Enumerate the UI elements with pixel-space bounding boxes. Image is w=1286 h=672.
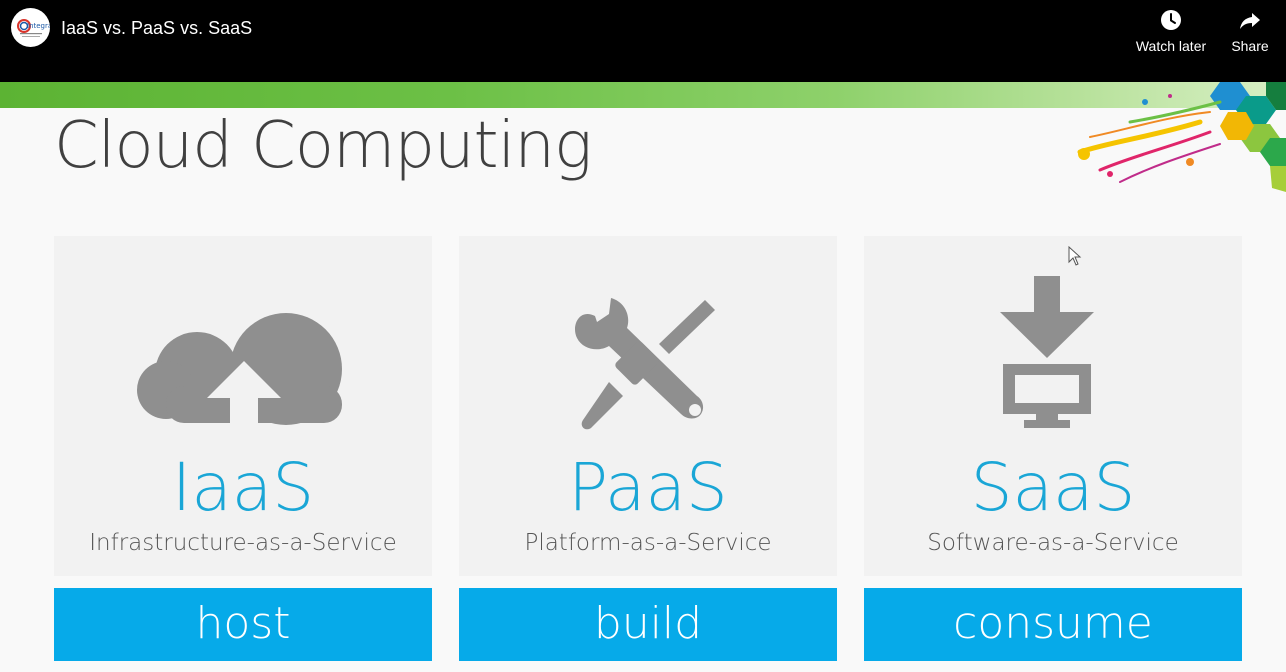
verb-banner-host: host — [54, 588, 432, 661]
card-acronym: IaaS — [171, 449, 315, 526]
mouse-cursor-icon — [1068, 246, 1082, 266]
card-full-name: Platform-as-a-Service — [524, 530, 772, 556]
channel-logo-text: Integrant — [27, 22, 50, 30]
watch-later-label: Watch later — [1135, 38, 1207, 54]
card-full-name: Infrastructure-as-a-Service — [89, 530, 397, 556]
slide-title: Cloud Computing — [54, 109, 592, 183]
green-header-stripe — [0, 82, 1286, 108]
card-paas: PaaS Platform-as-a-Service — [459, 236, 837, 576]
wrench-screwdriver-icon — [575, 298, 715, 430]
card-acronym: SaaS — [970, 449, 1136, 526]
download-monitor-icon — [1000, 276, 1094, 428]
video-header-bar: Integrant IaaS vs. PaaS vs. SaaS Watch l… — [0, 0, 1286, 82]
channel-logo-icon: Integrant — [11, 8, 50, 47]
card-acronym: PaaS — [568, 449, 728, 526]
verb-banner-consume: consume — [864, 588, 1242, 661]
card-saas: SaaS Software-as-a-Service — [864, 236, 1242, 576]
clock-icon — [1161, 10, 1181, 30]
channel-logo[interactable]: Integrant — [11, 8, 50, 47]
share-button[interactable]: Share — [1226, 8, 1274, 54]
card-full-name: Software-as-a-Service — [927, 530, 1179, 556]
verb-banner-build: build — [459, 588, 837, 661]
share-arrow-icon — [1240, 13, 1260, 29]
card-iaas: IaaS Infrastructure-as-a-Service — [54, 236, 432, 576]
video-title[interactable]: IaaS vs. PaaS vs. SaaS — [61, 18, 253, 38]
cloud-upload-icon — [137, 313, 342, 426]
share-label: Share — [1231, 38, 1269, 54]
paint-splash-decoration — [1077, 82, 1286, 192]
watch-later-button[interactable]: Watch later — [1133, 8, 1209, 54]
